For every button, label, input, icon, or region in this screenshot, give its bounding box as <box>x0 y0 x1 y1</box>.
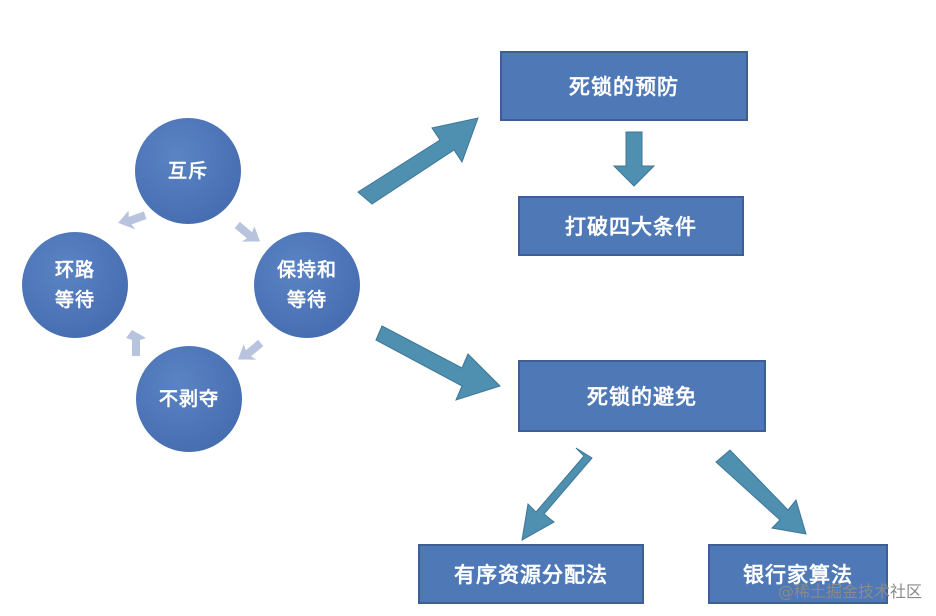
watermark: @稀土掘金技术社区 <box>777 582 922 601</box>
arrow-to-avoidance-icon <box>375 325 501 401</box>
arrow-down-icon <box>612 131 656 187</box>
avoidance-title-box: 死锁的避免 <box>518 360 766 432</box>
cycle-arrow-icon <box>237 339 264 360</box>
avoidance-method-right-box: 银行家算法 <box>708 544 888 604</box>
node-no-preempt-label: 不剥夺 <box>158 388 219 410</box>
node-mutex-label: 互斥 <box>167 160 208 182</box>
arrow-to-left-method-icon <box>521 447 593 541</box>
avoidance-title-label: 死锁的避免 <box>587 385 697 409</box>
node-circular-wait: 环路 等待 <box>22 232 128 338</box>
arrow-to-right-method-icon <box>715 449 807 535</box>
cycle-arrow-icon <box>234 221 261 242</box>
cycle-arrow-icon <box>126 330 146 356</box>
prevention-method-label: 打破四大条件 <box>565 215 697 239</box>
prevention-method-box: 打破四大条件 <box>518 196 744 256</box>
node-no-preempt: 不剥夺 <box>136 346 242 452</box>
avoidance-method-right-label: 银行家算法 <box>743 563 853 587</box>
avoidance-method-left-label: 有序资源分配法 <box>454 563 608 587</box>
avoidance-method-left-box: 有序资源分配法 <box>418 544 644 604</box>
node-mutex: 互斥 <box>135 118 241 224</box>
prevention-title-box: 死锁的预防 <box>500 51 748 121</box>
node-hold-wait-label: 保持和 等待 <box>276 259 337 311</box>
arrow-to-prevention-icon <box>357 117 479 205</box>
prevention-title-label: 死锁的预防 <box>569 75 679 99</box>
cycle-arrow-icon <box>118 210 147 230</box>
node-circular-wait-label: 环路 等待 <box>54 259 95 311</box>
node-hold-wait: 保持和 等待 <box>254 232 360 338</box>
